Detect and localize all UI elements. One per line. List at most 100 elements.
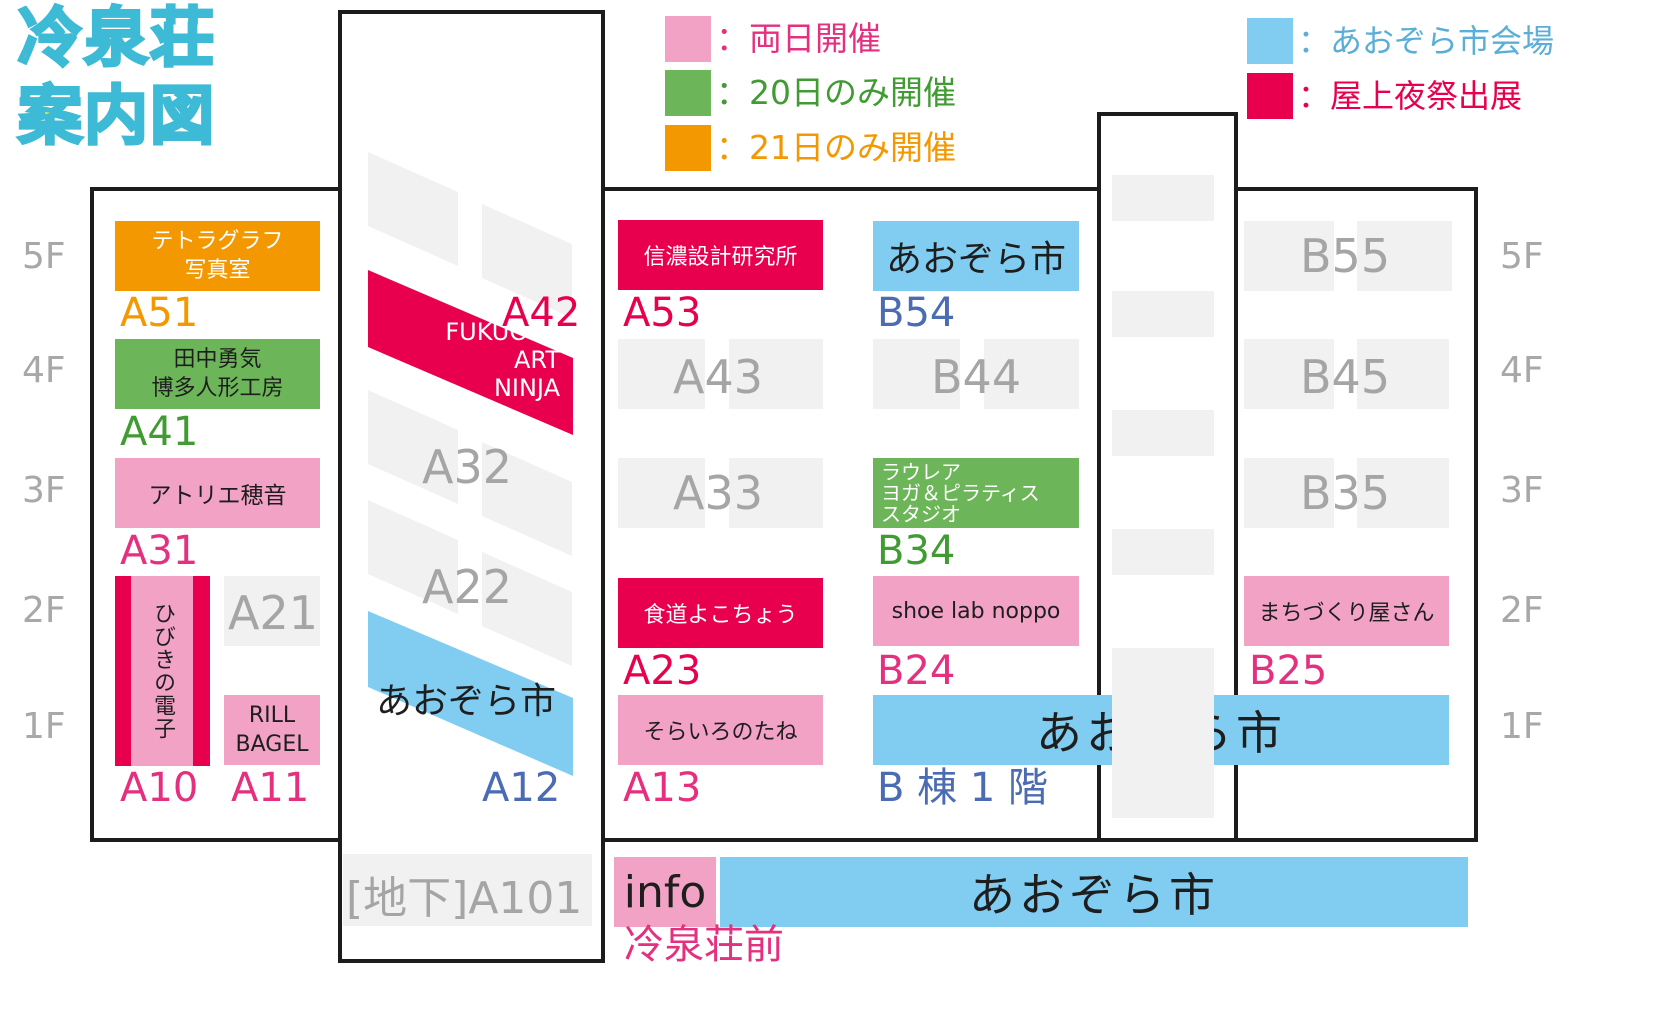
booth-a12-name: あおぞら市 [376,681,557,722]
floor-label-1f-left: 1F [22,706,66,747]
booth-b24: shoe lab noppo [873,576,1079,646]
legend-swatch-both-days [665,16,711,62]
booth-b45-area-right [1357,339,1449,409]
booth-b54: あおぞら市 [873,221,1079,291]
floor-label-3f-right: 3F [1500,470,1544,511]
booth-a23: 食道よこちょう [618,578,823,648]
booth-a33-area-left [618,458,705,528]
booth-b25-name: まちづくり屋さん [1258,601,1435,626]
booth-a23-name: 食道よこちょう [643,603,798,628]
legend-label-aozora: ：あおぞら市会場 [1298,22,1555,60]
booth-a43-code: A43 [673,350,764,404]
booth-b34: ラウレア ヨガ＆ピラティス スタジオ [873,458,1079,528]
booth-b25: まちづくり屋さん [1244,576,1449,646]
booth-b24-code: B24 [877,648,956,694]
elevator-block-3 [1112,410,1214,456]
elevator-block-2 [1112,291,1214,337]
floor-label-4f-right: 4F [1500,350,1544,391]
booth-a12-code: A12 [482,765,561,811]
booth-b45-code: B45 [1300,350,1391,404]
booth-a101-label: [地下]A101 [346,873,583,924]
map-title-line2: 案内図 [17,79,216,156]
stairwell-steps [368,152,572,666]
booth-a33-code: A33 [673,466,764,520]
booth-a42-name: FUKUOKA ART NINJA [445,318,560,402]
legend-swatch-day20 [665,70,711,116]
booth-a11: RILL BAGEL [224,695,320,765]
booth-a51-code: A51 [120,290,199,336]
legend-label-both-days: ：両日開催 [716,19,881,58]
info-booth: info [614,857,716,927]
booth-b44-area-right [984,339,1079,409]
booth-b54-code: B54 [877,290,956,336]
front-aozora-name: あおぞら市 [969,868,1219,922]
booth-a41: 田中勇気 博多人形工房 [115,339,320,409]
floor-label-5f-right: 5F [1500,236,1544,277]
booth-b34-code: B34 [877,528,956,574]
elevator-block-1 [1112,175,1214,221]
booth-b55-area-left [1244,221,1334,291]
booth-b54-name: あおぞら市 [885,239,1066,280]
booth-a101-area [343,854,592,926]
building-a-frame [90,187,1478,842]
map-title-line1: 冷泉荘 [17,1,216,78]
booth-a21-area [224,576,320,646]
booth-b24-name: shoe lab noppo [891,598,1061,624]
booth-a53-code: A53 [623,290,702,336]
booth-a31-code: A31 [120,528,199,574]
booth-b35-area-right [1357,458,1449,528]
info-label: info [623,866,707,918]
legend-label-rooftop: ：屋上夜祭出展 [1298,77,1523,115]
booth-a51: テトラグラフ 写真室 [115,221,320,291]
booth-a13-code: A13 [623,765,702,811]
booth-a13: そらいろのたね [618,695,823,765]
legend-swatch-aozora [1247,18,1293,64]
booth-a53: 信濃設計研究所 [618,220,823,290]
booth-a43-area-right [729,339,823,409]
booth-b1-code: B 棟 1 階 [877,765,1049,811]
legend-label-day20: ：20日のみ開催 [716,73,956,112]
booth-a10: ひびきの電子 [131,576,193,766]
booth-a41-code: A41 [120,409,199,455]
booth-b55-area-right [1357,221,1452,291]
booth-a42-shape [368,270,573,435]
legend-swatch-day21 [665,125,711,171]
booth-a23-code: A23 [623,648,702,694]
booth-a22-code: A22 [422,560,513,614]
booth-b25-code: B25 [1249,648,1328,694]
legend-label-day21: ：21日のみ開催 [716,128,956,167]
booth-b45-area-left [1244,339,1334,409]
booth-a11-code: A11 [231,765,310,811]
map-title: 冷泉荘 案内図 [17,0,216,156]
booth-a41-name: 田中勇気 博多人形工房 [151,347,284,401]
floor-label-1f-right: 1F [1500,706,1544,747]
booth-a33-area-right [729,458,823,528]
booth-a10-code: A10 [120,765,199,811]
booth-b34-name: ラウレア ヨガ＆ピラティス スタジオ [881,459,1040,526]
booth-b44-code: B44 [931,350,1022,404]
booth-a42-code: A42 [502,290,581,336]
booth-a10-name: ひびきの電子 [150,602,175,740]
booth-b35-code: B35 [1300,466,1391,520]
booth-a31-name: アトリエ穂音 [148,483,287,509]
elevator-block-5 [1112,648,1214,818]
floor-label-5f-left: 5F [22,236,66,277]
floor-label-2f-right: 2F [1500,590,1544,631]
booth-a51-name: テトラグラフ 写真室 [151,229,284,283]
front-label: 冷泉荘前 [624,922,784,968]
legend-swatch-rooftop [1247,73,1293,119]
booth-a31: アトリエ穂音 [115,458,320,528]
front-aozora: あおぞら市 [720,857,1468,927]
floor-label-2f-left: 2F [22,590,66,631]
booth-a32-code: A32 [422,440,513,494]
floor-label-3f-left: 3F [22,470,66,511]
floor-label-4f-left: 4F [22,350,66,391]
booth-b35-area-left [1244,458,1334,528]
booth-a53-name: 信濃設計研究所 [643,245,798,270]
booth-a43-area-left [618,339,705,409]
booth-a21-code: A21 [228,586,319,640]
booth-b55-code: B55 [1300,229,1391,283]
booth-a11-name: RILL BAGEL [235,703,309,757]
booth-a13-name: そらいろのたね [643,720,798,745]
elevator-block-4 [1112,529,1214,575]
